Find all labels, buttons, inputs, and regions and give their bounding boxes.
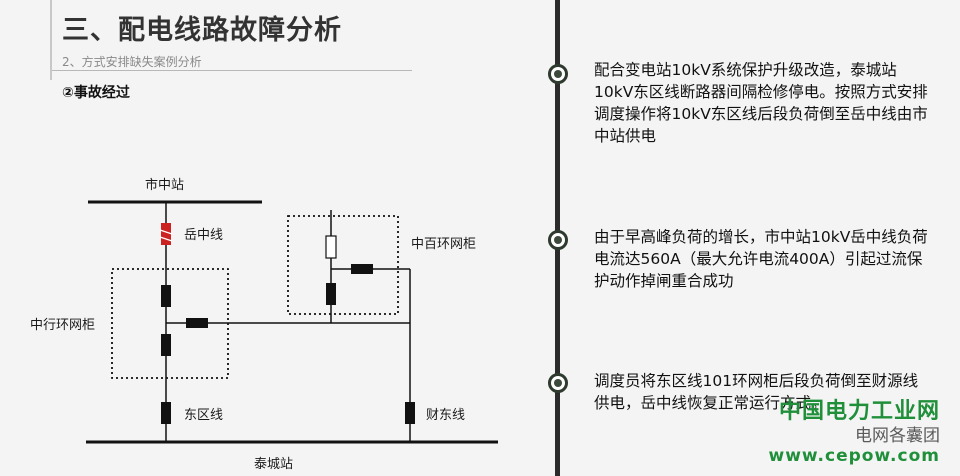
timeline-item: 配合变电站10kV系统保护升级改造，泰城站10kV东区线断路器间隔检修停电。按照… (594, 61, 928, 145)
zhongbai-breaker-branch (351, 264, 373, 274)
watermark-title: 中国电力工业网 (778, 399, 940, 424)
cabinet-zhongbai-label: 中百环网柜 (411, 237, 476, 252)
circuit-diagram: 市中站 岳中线 中行环网柜 东区线 泰城站 中百环网柜 财东线 (30, 177, 498, 472)
timeline-dot (548, 64, 568, 84)
zhongxing-breaker-branch (186, 318, 208, 328)
watermark: 中国电力工业网 电网各囊团 www.cepow.com (769, 393, 941, 466)
zhongxing-breaker-lower (161, 334, 171, 356)
title-divider (52, 70, 412, 71)
timeline-dot (548, 230, 568, 250)
dongqu-breaker (161, 402, 171, 424)
watermark-url: www.cepow.com (768, 446, 940, 466)
timeline-dot (548, 373, 568, 393)
timeline-item: 调度员将东区线101环网柜后段负荷倒至财源线供电，岳中线恢复正常运行方式。 (594, 372, 919, 412)
zhongbai-breaker-open (325, 235, 337, 259)
cabinet-zhongxing-label: 中行环网柜 (30, 318, 95, 333)
timeline-item: 由于早高峰负荷的增长，市中站10kV岳中线负荷电流达560A（最大允许电流400… (594, 228, 928, 290)
slide-title: 三、配电线路故障分析 (62, 15, 342, 46)
bottom-station-label: 泰城站 (254, 457, 293, 472)
section-heading: ②事故经过 (62, 85, 130, 101)
watermark-subtitle: 电网各囊团 (855, 426, 940, 446)
line-caidong-label: 财东线 (426, 408, 465, 423)
title-accent-line (50, 0, 52, 80)
zhongbai-breaker-lower (326, 283, 336, 305)
cabinet-zhongbai-box (287, 215, 399, 315)
line-yue-label: 岳中线 (184, 228, 223, 243)
zhongxing-breaker-upper (161, 285, 171, 307)
top-station-label: 市中站 (145, 177, 184, 193)
yue-breaker-tripped (161, 223, 171, 245)
slide-subtitle: 2、方式安排缺失案例分析 (62, 55, 202, 69)
caidong-breaker (405, 402, 415, 424)
line-dongqu-label: 东区线 (184, 408, 223, 423)
